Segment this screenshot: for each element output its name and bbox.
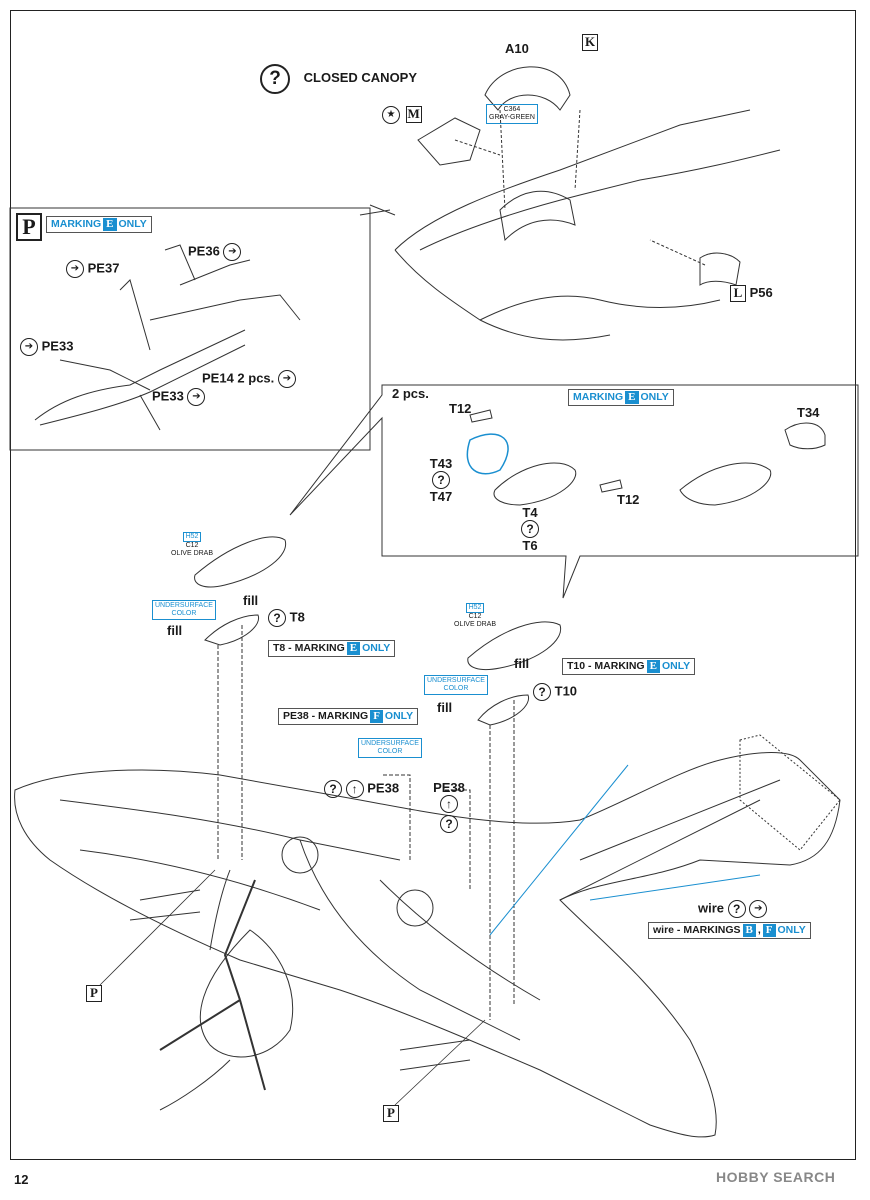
etch-icon: ➔	[223, 243, 242, 261]
question-icon: ?	[533, 683, 551, 701]
callout-p-left: P	[86, 985, 102, 1002]
bend-up-icon: ↑	[440, 795, 458, 813]
detail-p-frame	[9, 207, 371, 451]
letter-m-box: M	[405, 106, 422, 124]
part-t34-label: T34	[797, 405, 820, 420]
letter-k-box: K	[582, 34, 598, 51]
bomb-qty-label: 2 pcs.	[392, 386, 429, 401]
part-t4-t6-label: T4 ? T6	[521, 505, 539, 553]
part-p56-label: L P56	[730, 285, 773, 302]
left-undersurface-callout: UNDERSURFACE COLOR	[152, 600, 216, 620]
part-pe38-label-a: ? ↑ PE38	[324, 780, 399, 798]
left-bomb-color-callout: H52 C12 OLIVE DRAB	[171, 532, 214, 557]
letter-l-box: L	[730, 285, 746, 302]
part-pe37-label: ➔ PE37	[66, 260, 119, 278]
right-fill-label-a: fill	[514, 656, 530, 671]
star-icon: ★	[382, 106, 400, 124]
part-t10-label: ? T10	[533, 683, 577, 701]
etch-icon: ➔	[187, 388, 206, 406]
etch-icon: ➔	[66, 260, 84, 278]
part-pe14-label: PE14 2 pcs. ➔	[202, 370, 296, 388]
left-fill-label-a: fill	[243, 593, 259, 608]
etch-icon: ➔	[749, 900, 768, 918]
part-pe36-label: PE36 ➔	[188, 243, 242, 261]
question-icon: ?	[432, 471, 450, 489]
bomb-detail-frame	[289, 384, 859, 599]
canopy-a10-drawing	[484, 66, 571, 111]
etch-icon: ➔	[20, 338, 38, 356]
pe38-undersurface-callout: UNDERSURFACE COLOR	[358, 738, 422, 758]
etch-icon: ➔	[277, 370, 296, 388]
bend-up-icon: ↑	[345, 780, 364, 798]
closed-canopy-heading: ? CLOSED CANOPY	[260, 64, 417, 94]
right-fill-label-b: fill	[437, 700, 453, 715]
part-t8-label: ? T8	[268, 609, 305, 627]
part-t12-label-b: T12	[617, 492, 640, 507]
watermark-logo: HOBBY SEARCH	[716, 1169, 836, 1185]
question-icon: ?	[521, 520, 539, 538]
wire-label: wire ? ➔	[698, 900, 768, 918]
part-p56-drawing	[699, 252, 741, 286]
page-number: 12	[14, 1172, 29, 1187]
callout-p-bottom: P	[383, 1105, 399, 1122]
part-pe38-label-b: PE38 ↑ ?	[433, 780, 465, 833]
right-undersurface-callout: UNDERSURFACE COLOR	[424, 675, 488, 695]
part-pe33-label-b: PE33 ➔	[152, 388, 206, 406]
question-icon: ?	[727, 900, 746, 918]
windscreen-label: ★ M	[382, 106, 422, 124]
question-icon: ?	[260, 64, 290, 94]
detail-p-letter: P	[16, 213, 42, 241]
part-a10-label: A10	[505, 41, 529, 56]
right-bomb-color-callout: H52 C12 OLIVE DRAB	[454, 603, 497, 628]
question-icon: ?	[324, 780, 342, 798]
question-icon: ?	[440, 815, 458, 833]
question-icon: ?	[268, 609, 286, 627]
left-fill-label-b: fill	[167, 623, 183, 638]
part-pe33-label-a: ➔ PE33	[20, 338, 73, 356]
page-frame	[10, 10, 856, 1160]
canopy-color-callout: C364 GRAY-GREEN	[486, 104, 538, 124]
part-t43-t47-label: T43 ? T47	[429, 456, 453, 504]
windscreen-drawing	[417, 117, 481, 166]
part-t12-label-a: T12	[449, 401, 472, 416]
